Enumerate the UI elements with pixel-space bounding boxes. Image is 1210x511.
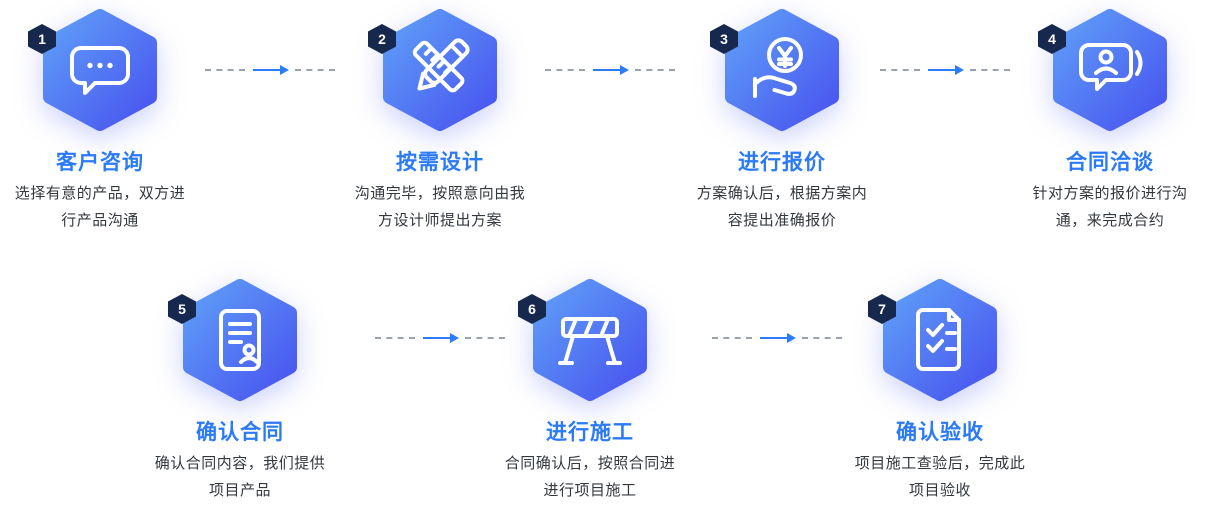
pencil-ruler-icon [383,9,497,131]
step-number-badge: 7 [868,294,896,324]
arrow-right-icon [593,65,629,75]
arrow-right-icon [928,65,964,75]
dashed-line [545,69,585,71]
step-7: 7 确认验收 项目施工查验后，完成此项目验收 [820,278,1060,504]
step-4: 4 合同洽谈 针对方案的报价进行沟通，来完成合约 [990,8,1210,234]
dashed-line [465,337,505,339]
step-hexagon: 1 [28,8,160,132]
person-speech-bubble-icon [1053,9,1167,131]
step-number: 3 [720,31,728,47]
step-title: 按需设计 [396,151,484,174]
step-number-badge: 3 [710,24,738,54]
dashed-line [635,69,675,71]
connector-step6-step7 [712,332,842,344]
dashed-line [880,69,920,71]
step-title: 进行报价 [738,151,826,174]
step-number: 7 [878,301,886,317]
dashed-line [205,69,245,71]
dashed-line [295,69,335,71]
step-number-badge: 6 [518,294,546,324]
connector-step3-step4 [880,64,1010,76]
step-number: 6 [528,301,536,317]
connector-step2-step3 [545,64,675,76]
step-number-badge: 5 [168,294,196,324]
step-description: 方案确认后，根据方案内容提出准确报价 [696,185,868,229]
connector-step5-step6 [375,332,505,344]
step-number: 2 [378,31,386,47]
step-hexagon: 3 [710,8,842,132]
step-number-badge: 1 [28,24,56,54]
step-hexagon: 7 [868,278,1000,402]
step-description: 合同确认后，按照合同进进行项目施工 [504,455,676,499]
dashed-line [712,337,752,339]
step-description: 沟通完毕，按照意向由我方设计师提出方案 [354,185,526,229]
step-title: 合同洽谈 [1066,151,1154,174]
step-number: 1 [38,31,46,47]
construction-barrier-icon [533,279,647,401]
step-2: 2 按需设计 沟通完毕，按照意向由我方设计师提出方案 [320,8,560,234]
step-hexagon: 5 [168,278,300,402]
step-description: 项目施工查验后，完成此项目验收 [854,455,1026,499]
contract-document-icon [183,279,297,401]
arrow-right-icon [760,333,796,343]
yuan-coin-hand-icon [725,9,839,131]
step-5: 5 确认合同 确认合同内容，我们提供项目产品 [120,278,360,504]
dashed-line [375,337,415,339]
step-title: 进行施工 [546,421,634,444]
connector-step1-step2 [205,64,335,76]
step-description: 选择有意的产品，双方进行产品沟通 [14,185,186,229]
arrow-right-icon [423,333,459,343]
step-hexagon: 6 [518,278,650,402]
step-number: 5 [178,301,186,317]
chat-bubble-icon [43,9,157,131]
step-hexagon: 4 [1038,8,1170,132]
step-title: 确认验收 [896,421,984,444]
step-description: 针对方案的报价进行沟通，来完成合约 [1032,185,1188,229]
checklist-icon [883,279,997,401]
dashed-line [802,337,842,339]
step-1: 1 客户咨询 选择有意的产品，双方进行产品沟通 [0,8,220,234]
step-description: 确认合同内容，我们提供项目产品 [154,455,326,499]
step-6: 6 进行施工 合同确认后，按照合同进进行项目施工 [470,278,710,504]
step-title: 客户咨询 [56,151,144,174]
step-number: 4 [1048,31,1056,47]
step-3: 3 进行报价 方案确认后，根据方案内容提出准确报价 [662,8,902,234]
arrow-right-icon [253,65,289,75]
step-hexagon: 2 [368,8,500,132]
dashed-line [970,69,1010,71]
step-title: 确认合同 [196,421,284,444]
